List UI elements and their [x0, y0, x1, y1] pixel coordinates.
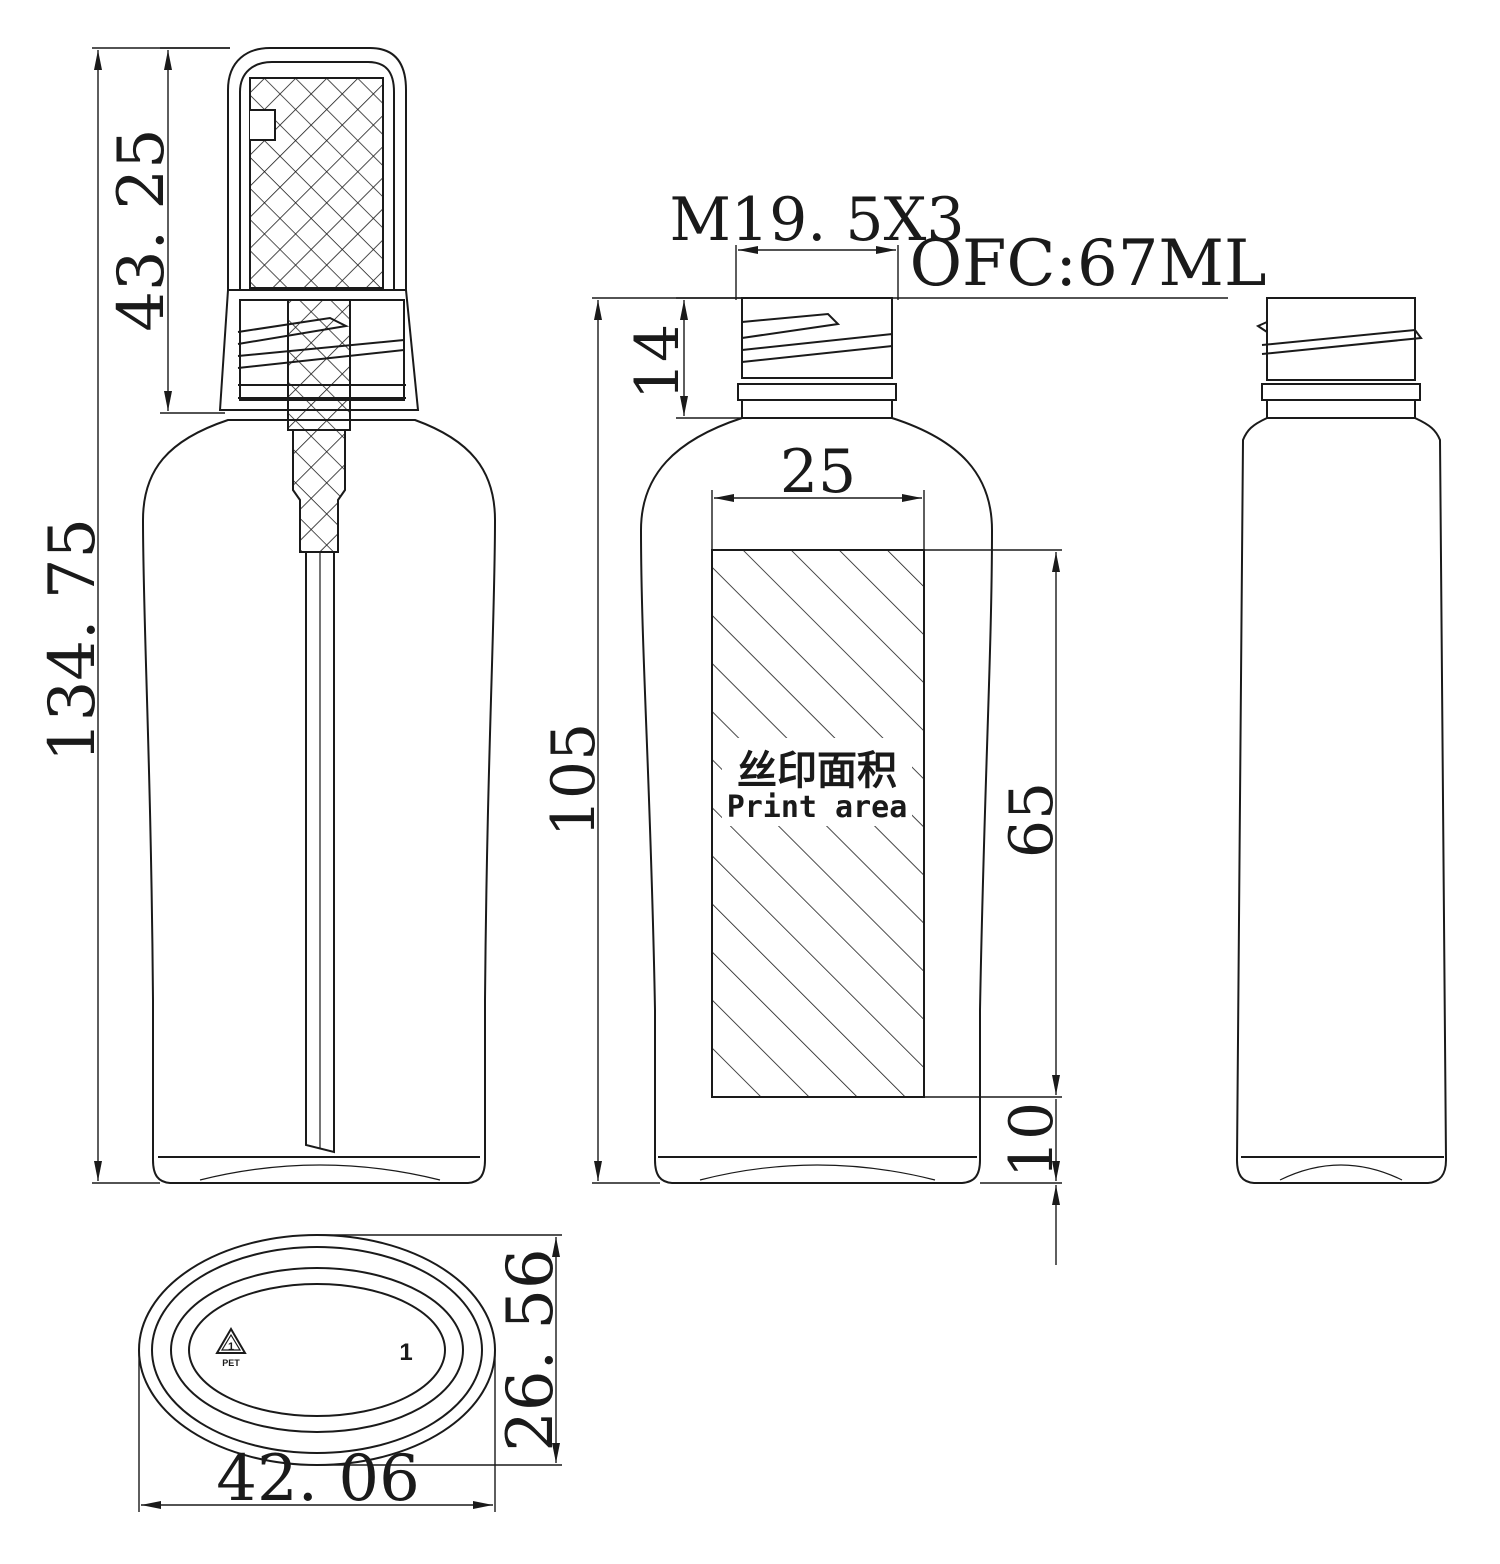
side-bottle-body-outline — [1235, 417, 1448, 1184]
neck-ring — [737, 383, 897, 401]
pump-stem-lower — [292, 429, 346, 553]
overall-height-label: 134. 75 — [36, 518, 110, 762]
front-bottle-body-outline — [639, 417, 994, 1184]
dimension-lines — [92, 47, 1228, 1512]
capacity-label: OFC:67ML — [910, 227, 1267, 301]
print-area-label-en: Print area — [727, 790, 908, 825]
neck-finish — [741, 297, 893, 379]
side-neck-ring — [1261, 383, 1421, 401]
recycling-triangle-icon — [215, 1327, 247, 1354]
base-outer-ellipse — [138, 1234, 496, 1466]
bottle-base-view — [138, 1234, 496, 1466]
side-neck-thread — [1255, 321, 1268, 333]
side-neck-finish — [1266, 297, 1416, 381]
pump-collar — [218, 289, 420, 411]
print-height-label: 65 — [997, 782, 1067, 858]
pump-stem — [287, 299, 351, 431]
base-ring-ellipse — [170, 1267, 464, 1433]
pump-overcap — [227, 47, 407, 290]
dip-tube — [305, 552, 335, 1154]
neck-height-label: 14 — [623, 324, 693, 400]
base-width-label: 42. 06 — [216, 1442, 420, 1516]
bottle-side-view — [1235, 297, 1448, 1184]
base-inner-ellipse — [188, 1283, 446, 1417]
thread-spec-label: M19. 5X3 — [670, 185, 965, 255]
pump-overcap-inner — [239, 61, 395, 290]
left-bottle-base-arc — [199, 1164, 441, 1181]
body-height-label: 105 — [539, 723, 609, 838]
base-depth-label: 26. 56 — [494, 1248, 568, 1452]
print-width-label: 25 — [780, 437, 856, 507]
side-neck-thread — [1261, 328, 1423, 355]
neck-thread — [741, 312, 841, 339]
bottle-with-pump-view — [141, 47, 497, 1184]
front-bottle-base-arc — [699, 1164, 936, 1181]
base-ring-ellipse — [151, 1246, 483, 1454]
cap-height-label: 43. 25 — [105, 128, 179, 332]
print-area-label-cn: 丝印面积 — [737, 748, 897, 794]
neck-thread — [741, 332, 893, 363]
recycle-code-label: 1 — [399, 1339, 412, 1366]
print-bottom-offset-label: 10 — [997, 1102, 1067, 1178]
material-label: PET — [222, 1358, 240, 1368]
recycle-number: 1 — [228, 1341, 234, 1353]
pump-nozzle — [250, 109, 276, 141]
left-bottle-body-outline — [141, 419, 497, 1184]
